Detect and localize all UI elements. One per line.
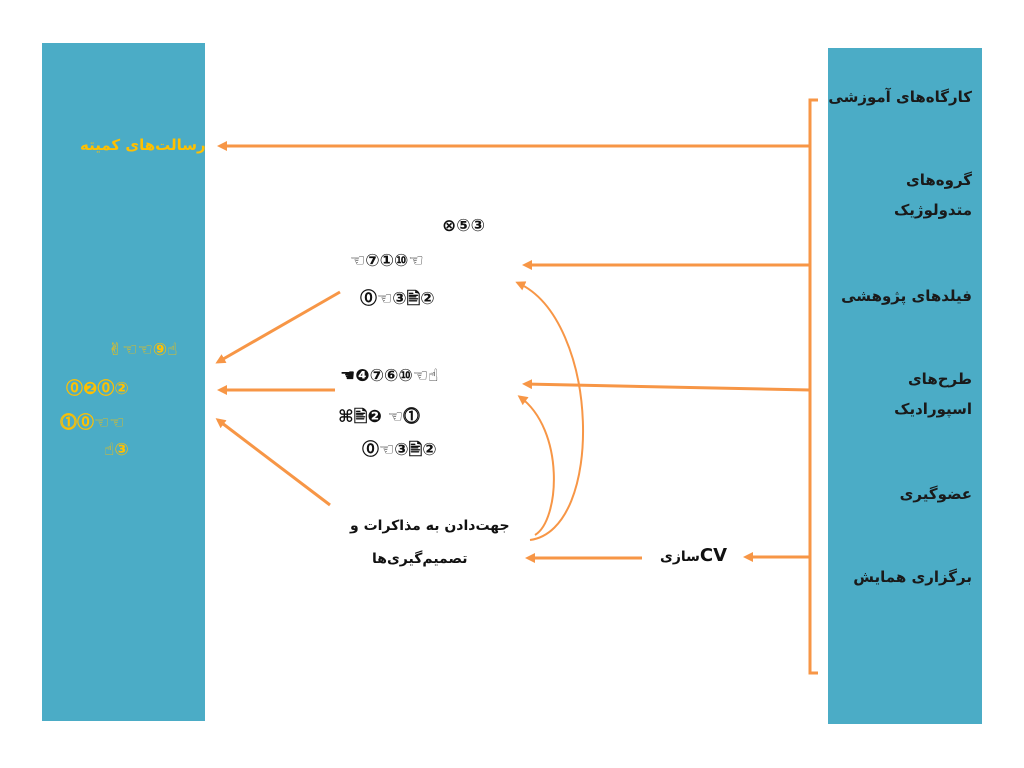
negotiation-line-2: تصمیم‌گیری‌ها — [372, 551, 468, 567]
arrow-block1-to-left — [215, 290, 341, 364]
item-training-workshops: کارگاه‌های آموزشی — [828, 88, 972, 106]
block2-line-3: ⓪☜③🖹② — [362, 440, 437, 460]
block1-line-1: ⊗⑤③ — [442, 216, 486, 236]
curve-negotiation-to-block1 — [515, 281, 584, 541]
arrow-to-block2 — [522, 379, 811, 392]
block2-line-2: ⌘🖹❷ ☜⓵ — [338, 407, 420, 427]
negotiation-line-1: جهت‌دادن به مذاکرات و — [350, 518, 510, 534]
item-methodological-groups: گروه‌های متدولوژیک — [893, 171, 972, 219]
left-output-line-4: ☝③ — [104, 440, 129, 460]
right-bracket — [808, 98, 818, 675]
cv-making-label: سازیCV — [660, 545, 727, 566]
item-sporadic-projects: طرح‌های اسپورادیک — [894, 370, 972, 418]
right-panel — [828, 48, 982, 724]
arrow-negotiation-to-left — [215, 418, 331, 507]
curve-negotiation-to-block2 — [517, 395, 555, 536]
item-research-fields: فیلدهای پژوهشی — [841, 287, 972, 305]
left-output-line-1: ✌☜☜⑨☝ — [108, 340, 178, 360]
item-holding-conference: برگزاری همایش — [853, 568, 972, 586]
cv-text: CV — [699, 545, 728, 566]
block2-line-1: ☚❹⑦⑥⑩☜☝ — [340, 366, 439, 386]
item-membership: عضوگیری — [899, 485, 972, 503]
left-output-line-2: ⓪❷⓪② — [66, 379, 129, 399]
block1-line-2: ☜⑦①⑩☜ — [350, 251, 424, 271]
committee-theses-label: رسالت‌های کمیته — [80, 136, 206, 154]
block1-line-3: ⓪☜③🖹② — [360, 289, 435, 309]
cv-suffix: سازی — [660, 549, 700, 565]
left-panel — [42, 43, 205, 721]
left-output-line-3: ⓵⓪☜☜ — [60, 413, 125, 433]
